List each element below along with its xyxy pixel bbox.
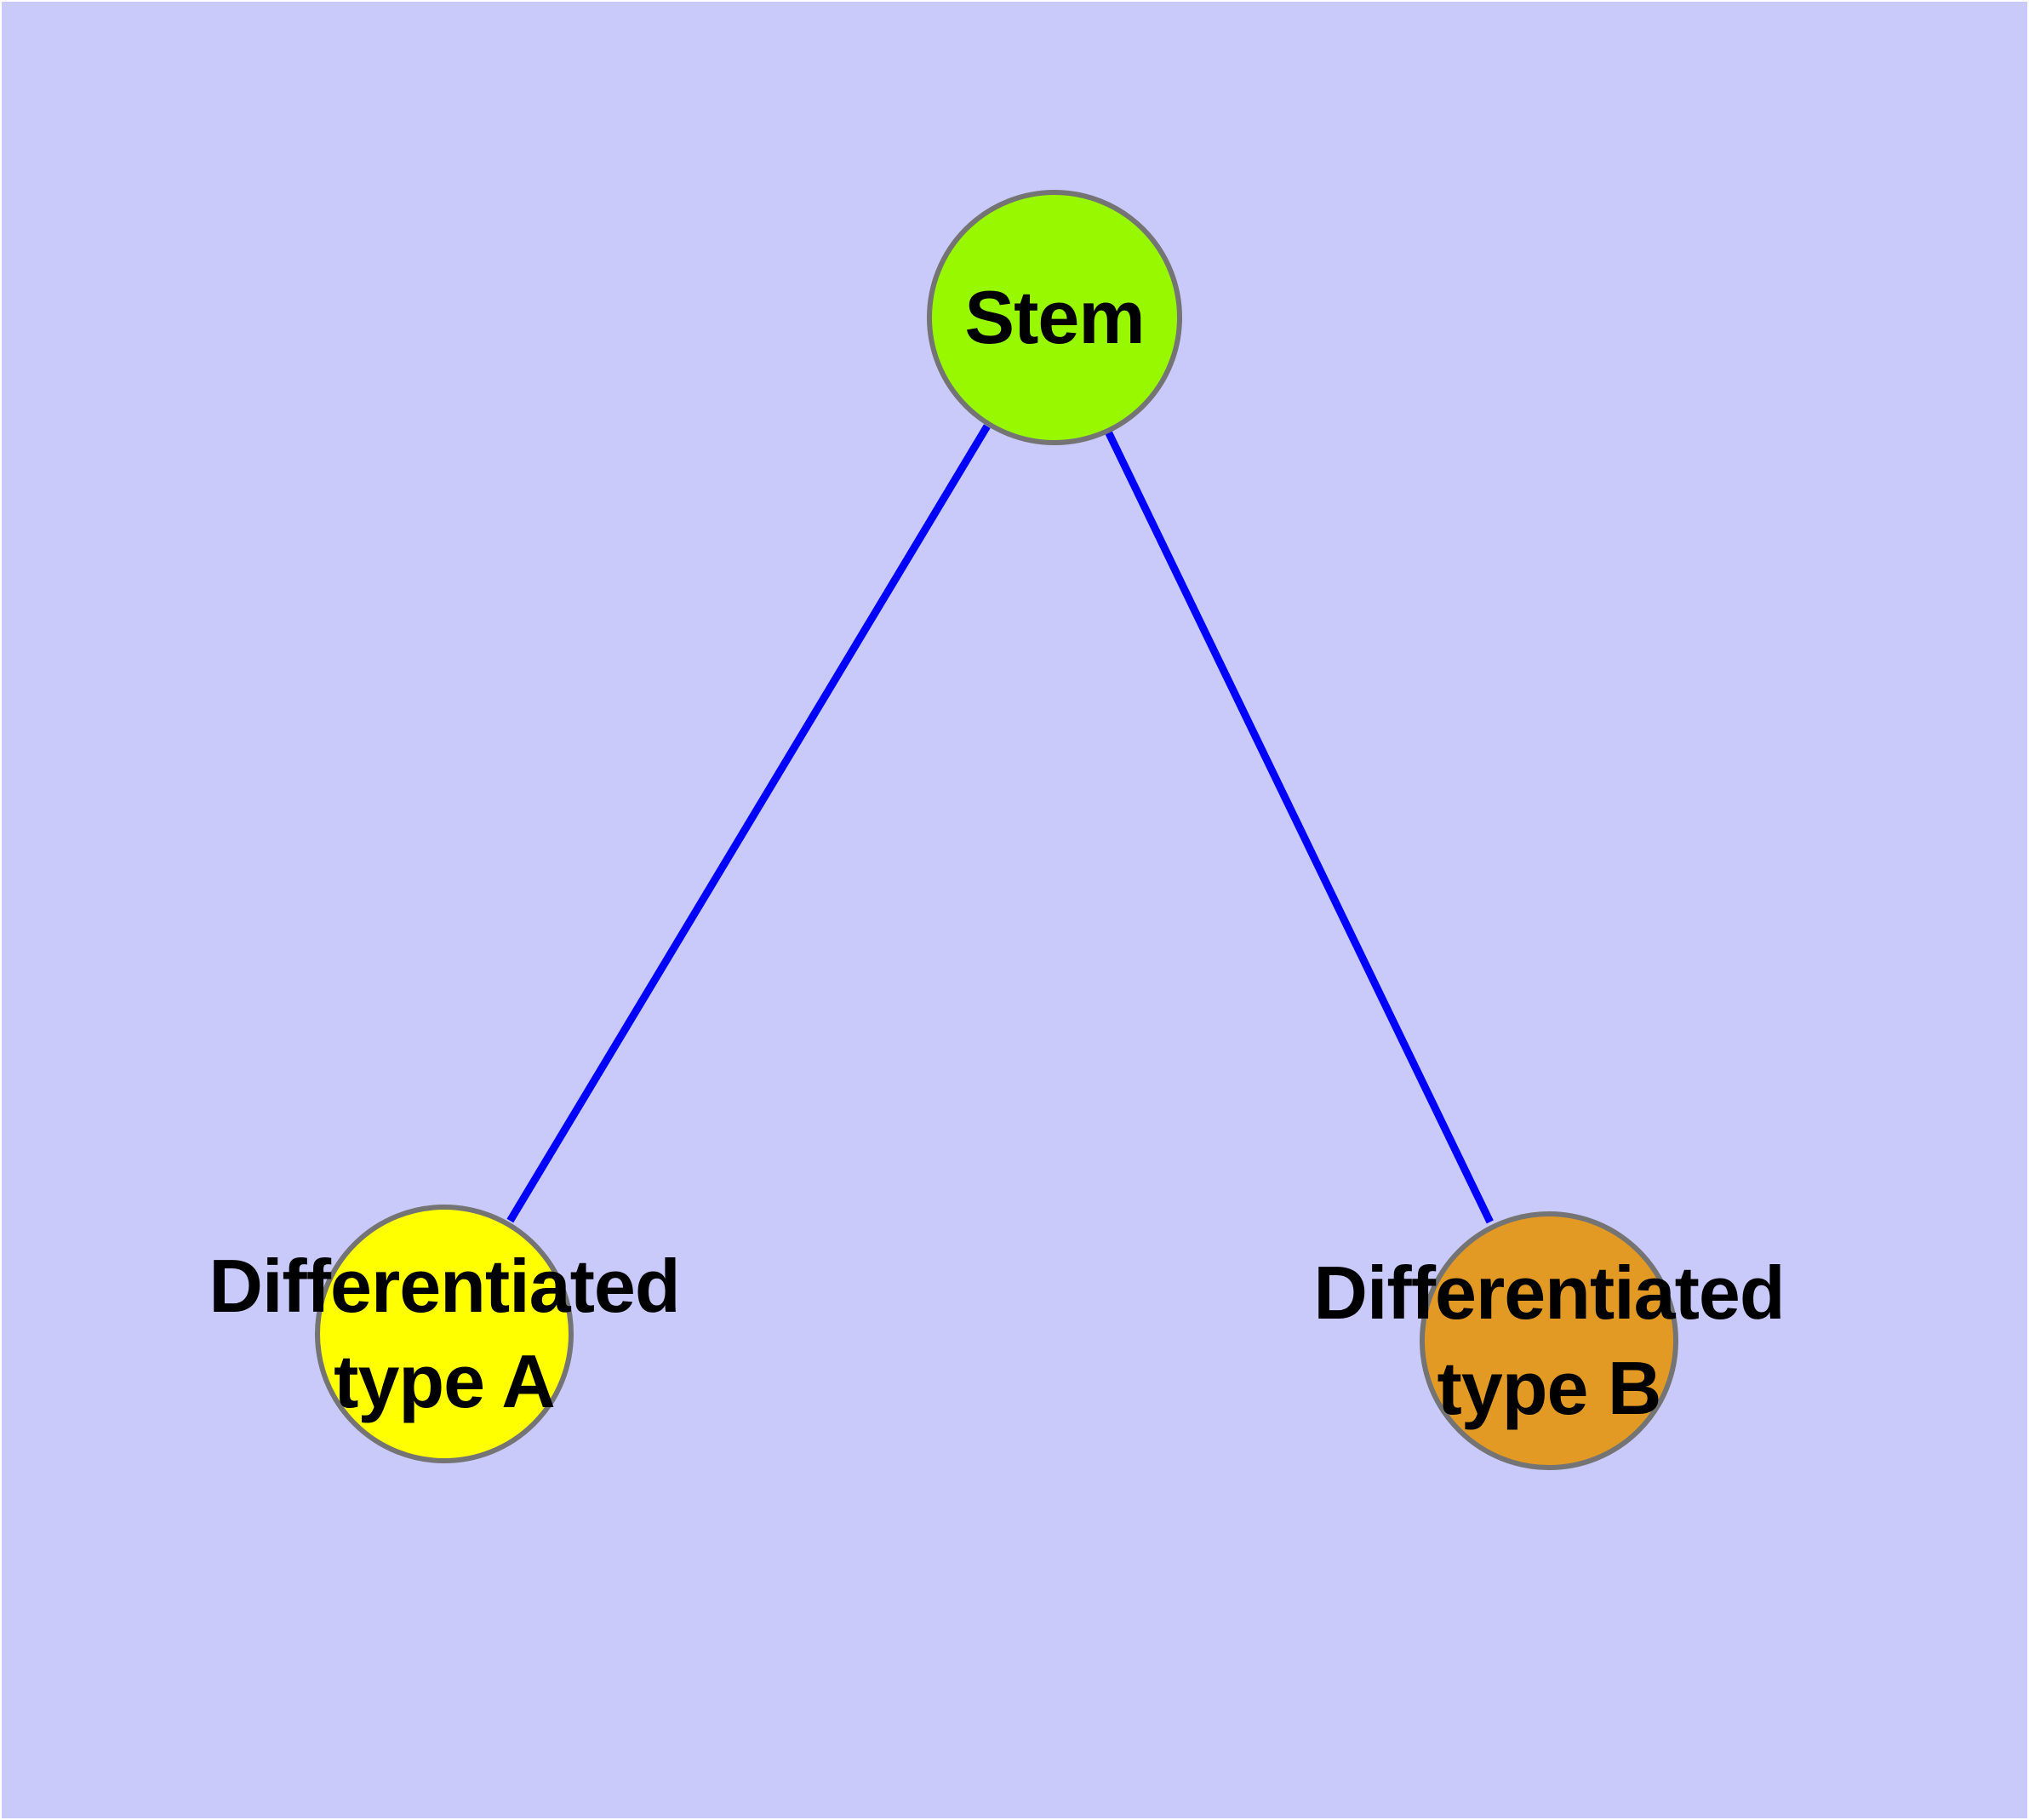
node-stem-circle bbox=[927, 190, 1182, 445]
node-type-a-label: Differentiated type A bbox=[209, 1244, 680, 1423]
node-type-b-circle bbox=[1420, 1211, 1678, 1470]
node-type-b-label: Differentiated type B bbox=[1313, 1251, 1785, 1430]
node-stem-label: Stem bbox=[964, 275, 1145, 359]
edge-stem-to-type-a bbox=[506, 424, 991, 1223]
edge-stem-to-type-b bbox=[1105, 430, 1494, 1224]
node-type-a-circle bbox=[315, 1205, 574, 1463]
